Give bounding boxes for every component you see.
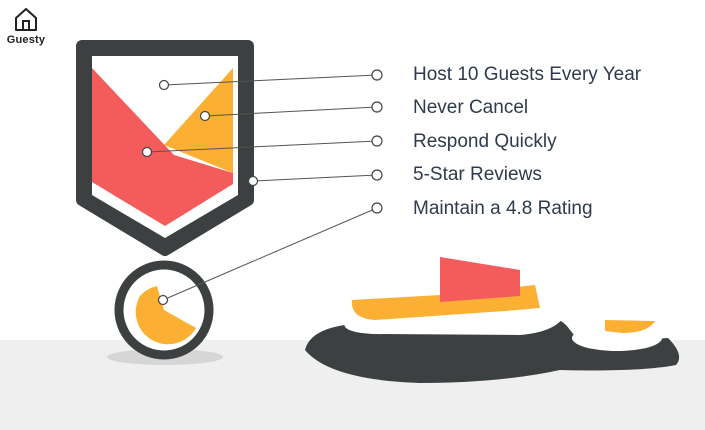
- connector-line-1: [163, 74, 378, 86]
- requirement-label-2: Never Cancel: [413, 97, 529, 118]
- connector-dot: [199, 110, 211, 122]
- podium-yellow-slice: [605, 320, 655, 333]
- requirement-label-5: Maintain a 4.8 Rating: [413, 198, 593, 219]
- connector-dot: [371, 69, 383, 81]
- connector-dot: [371, 101, 383, 113]
- connector-line-4: [252, 174, 378, 182]
- brand-name: Guesty: [6, 34, 46, 46]
- requirement-label-3: Respond Quickly: [413, 131, 557, 152]
- connector-dot: [371, 202, 383, 214]
- connector-dot: [371, 135, 383, 147]
- connector-dot: [371, 169, 383, 181]
- connector-dot: [157, 294, 169, 306]
- connector-dot: [141, 146, 153, 158]
- shield-yellow-chevron: [164, 68, 233, 173]
- connector-dots: [141, 69, 383, 306]
- house-icon: [15, 8, 37, 31]
- connector-dot: [247, 175, 259, 187]
- guesty-logo: Guesty: [6, 6, 46, 46]
- podium-red-flag: [440, 257, 520, 302]
- podium-white-disc: [572, 325, 662, 351]
- connector-line-2: [204, 106, 378, 117]
- round-medal-pie: [135, 286, 196, 345]
- requirement-label-1: Host 10 Guests Every Year: [413, 64, 642, 85]
- connector-dot: [158, 79, 170, 91]
- connector-line-3: [146, 140, 378, 153]
- shield-red-chevron: [92, 68, 233, 226]
- podium-white-layer: [344, 303, 565, 335]
- connector-line-5: [162, 207, 378, 301]
- connector-lines: [146, 74, 378, 301]
- requirement-label-4: 5-Star Reviews: [413, 164, 542, 185]
